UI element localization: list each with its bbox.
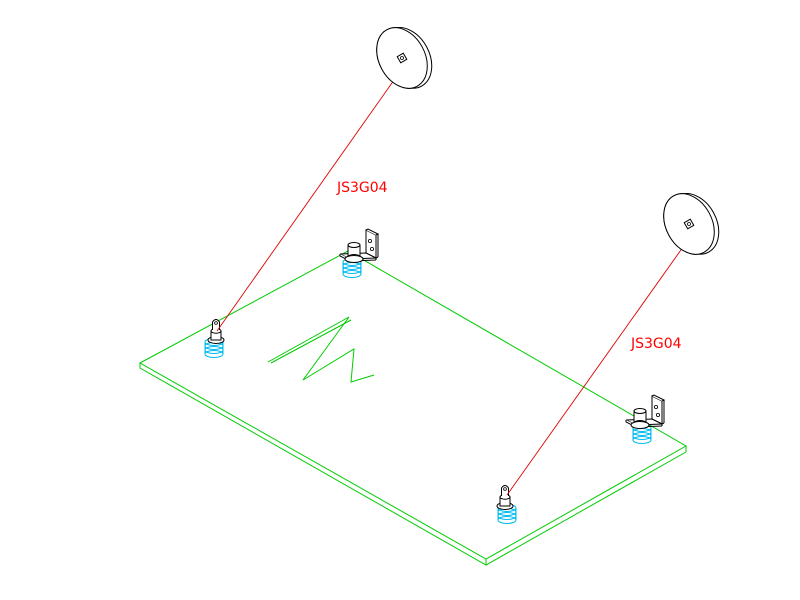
panel — [138, 250, 688, 566]
panel-top-face — [138, 250, 688, 560]
suspension-cable-right — [506, 239, 689, 496]
wall-bracket-back — [339, 228, 379, 263]
ceiling-disk-left — [366, 18, 443, 98]
cable-label-right: JS3G04 — [630, 336, 682, 352]
panel-front-edge — [139, 363, 687, 566]
panel-zigzag-mark-edge — [270, 319, 352, 364]
eye-bolt-front — [496, 485, 514, 510]
wall-bracket-right — [625, 394, 665, 429]
suspension-cable-left — [216, 72, 400, 332]
ceiling-disk-right — [653, 184, 730, 264]
eye-bolt-left — [207, 319, 225, 344]
cable-label-left: JS3G04 — [336, 180, 388, 196]
panel-zigzag-mark — [267, 316, 375, 383]
